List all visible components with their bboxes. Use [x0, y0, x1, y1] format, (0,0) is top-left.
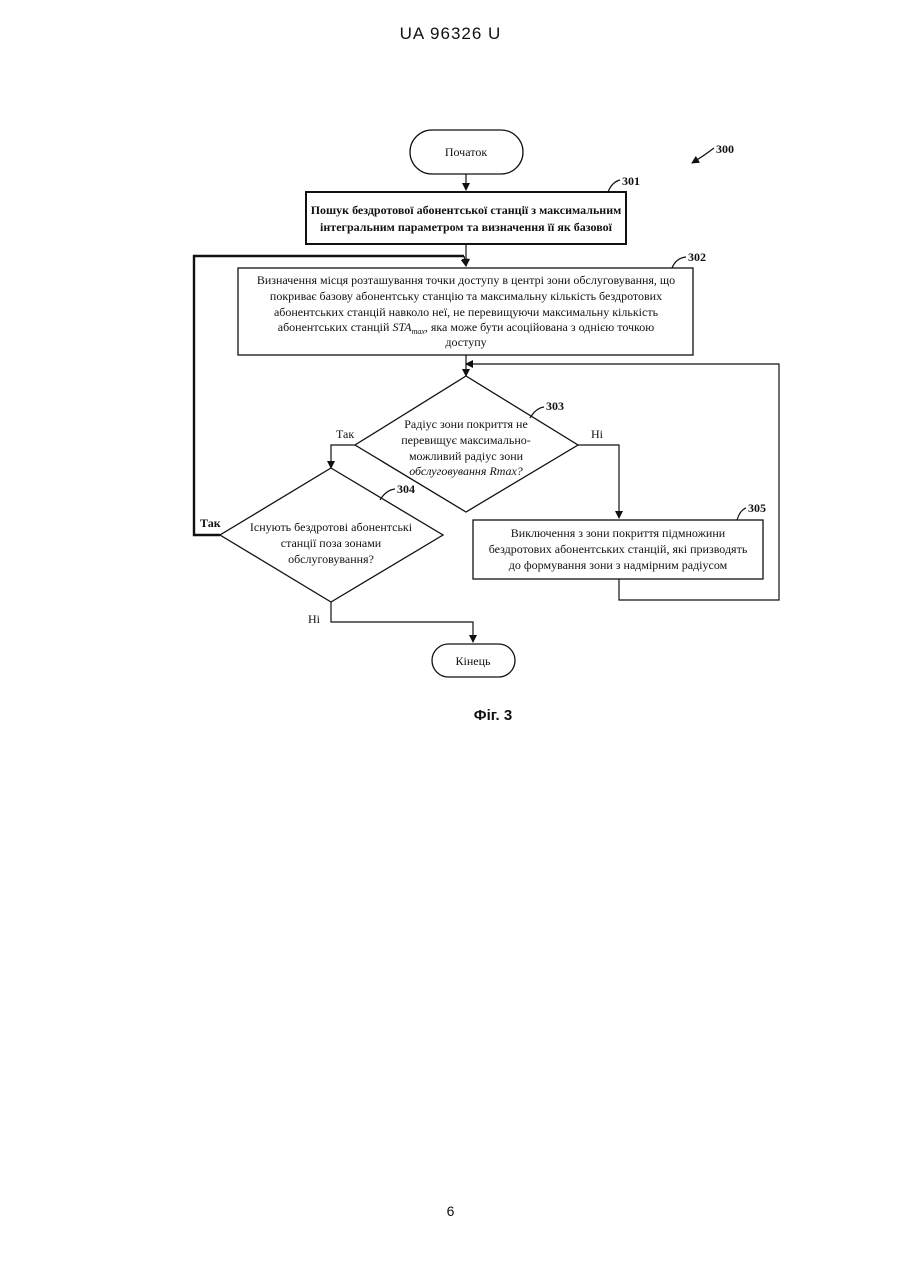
process-305-line-3: до формування зони з надмірним радіусом: [509, 558, 728, 572]
process-302-line-3: абонентських станцій навколо неї, не пер…: [274, 305, 659, 319]
ref-305-leader: [737, 508, 746, 520]
decision-303-line-4: обслуговування Rmax?: [409, 464, 523, 478]
ref-305: 305: [748, 501, 766, 515]
decision-303-yes-label: Так: [336, 427, 354, 441]
process-302-line-5: доступу: [445, 335, 486, 349]
decision-303-no-label: Ні: [591, 427, 604, 441]
process-305-line-1: Виключення з зони покриття підмножини: [511, 526, 726, 540]
connector-303-no-305: [578, 445, 619, 518]
process-302-line-1: Визначення місця розташування точки дост…: [257, 273, 675, 287]
process-302-line-2: покриває базову абонентську станцію та м…: [270, 289, 662, 303]
ref-301-leader: [608, 180, 620, 192]
decision-304-line-1: Існують бездротові абонентські: [250, 520, 413, 534]
decision-303-line-3: можливий радіус зони: [409, 449, 524, 463]
end-label: Кінець: [456, 654, 492, 668]
ref-301: 301: [622, 174, 640, 188]
decision-304-line-3: обслуговування?: [288, 552, 374, 566]
decision-303-line-1: Радіус зони покриття не: [404, 417, 528, 431]
connector-303-yes-304: [331, 445, 355, 468]
decision-303-line-2: перевищує максимально-: [401, 433, 531, 447]
decision-304-line-2: станції поза зонами: [281, 536, 382, 550]
process-302-line-4: абонентських станцій STAmax, яка може бу…: [278, 320, 655, 336]
ref-302-leader: [672, 257, 686, 268]
page-number: 6: [0, 1203, 901, 1219]
figure-caption: Фіг. 3: [474, 707, 512, 724]
process-box-301: [306, 192, 626, 244]
process-305-line-2: бездротових абонентських станцій, які пр…: [489, 542, 748, 556]
ref-302: 302: [688, 250, 706, 264]
process-301-line-2: інтегральним параметром та визначення її…: [320, 220, 613, 234]
figure-ref-label: 300: [716, 142, 734, 156]
process-301-line-1: Пошук бездротової абонентської станції з…: [311, 203, 622, 217]
connector-304-no-end: [331, 602, 473, 642]
figure-ref-arrow: [692, 148, 714, 163]
decision-304-no-label: Ні: [308, 612, 321, 626]
decision-304-yes-label: Так: [200, 516, 221, 530]
ref-303: 303: [546, 399, 564, 413]
start-label: Початок: [445, 145, 487, 159]
ref-304: 304: [397, 482, 415, 496]
